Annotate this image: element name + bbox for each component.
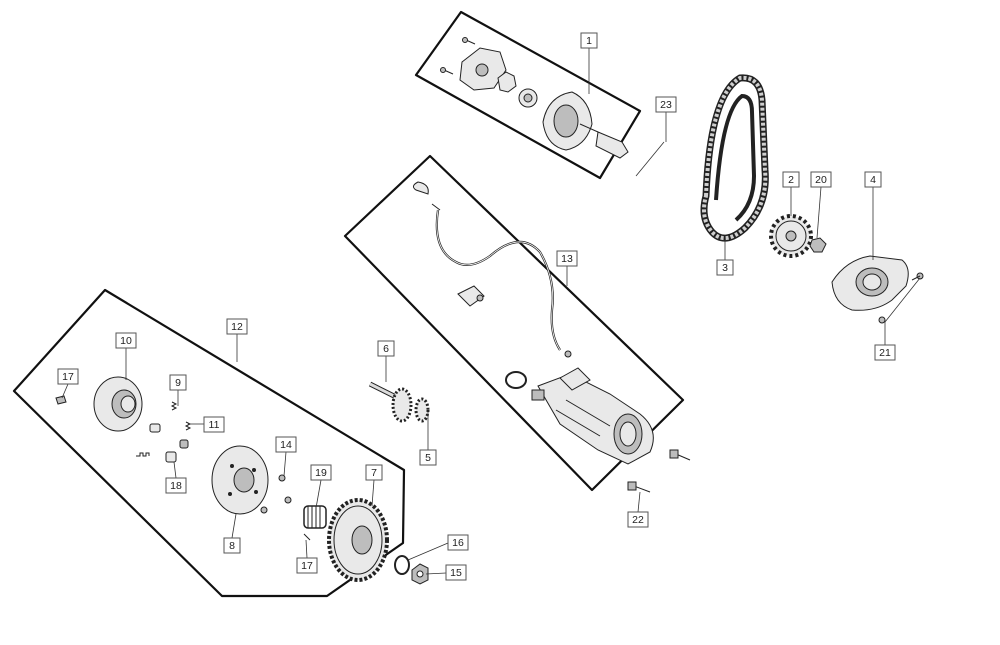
svg-text:3: 3 bbox=[722, 262, 728, 274]
clutch-flange-icon bbox=[93, 376, 143, 432]
svg-text:8: 8 bbox=[229, 540, 235, 552]
svg-text:14: 14 bbox=[280, 439, 292, 451]
svg-text:15: 15 bbox=[450, 567, 462, 579]
callout-15: 15 bbox=[445, 564, 467, 581]
callout-1: 1 bbox=[580, 32, 598, 49]
needle-bearing-icon bbox=[303, 505, 327, 529]
callout-2: 2 bbox=[782, 171, 800, 188]
callout-4: 4 bbox=[864, 171, 882, 188]
sprocket-icon bbox=[769, 214, 813, 258]
callout-20: 20 bbox=[810, 171, 832, 188]
clutch-housing-icon bbox=[211, 445, 269, 515]
group-outline-starter-clutch bbox=[12, 288, 406, 598]
nut-icon bbox=[809, 237, 827, 253]
svg-text:5: 5 bbox=[425, 452, 431, 464]
screw-icon bbox=[440, 37, 476, 75]
callout-6: 6 bbox=[377, 340, 395, 357]
svg-text:9: 9 bbox=[175, 377, 181, 389]
svg-text:7: 7 bbox=[371, 467, 377, 479]
svg-text:17: 17 bbox=[301, 560, 313, 572]
svg-text:2: 2 bbox=[788, 174, 794, 186]
callout-7: 7 bbox=[365, 464, 383, 481]
callout-3: 3 bbox=[716, 259, 734, 276]
svg-text:20: 20 bbox=[815, 174, 827, 186]
callout-14: 14 bbox=[275, 436, 297, 453]
svg-text:12: 12 bbox=[231, 321, 243, 333]
oil-pump-assembly bbox=[440, 37, 629, 159]
roller-icon bbox=[149, 423, 161, 433]
callout-16: 16 bbox=[447, 534, 469, 551]
svg-text:13: 13 bbox=[561, 253, 573, 265]
callout-17: 17 bbox=[57, 368, 79, 385]
bolt-icon bbox=[627, 449, 691, 493]
group-outline-oil-pump bbox=[414, 10, 642, 180]
callout-13: 13 bbox=[556, 250, 578, 267]
key-icon bbox=[55, 395, 67, 405]
callout-17: 17 bbox=[296, 557, 318, 574]
callout-23: 23 bbox=[655, 96, 677, 113]
svg-text:21: 21 bbox=[879, 347, 891, 359]
callout-9: 9 bbox=[169, 374, 187, 391]
nut-icon bbox=[411, 563, 429, 585]
callout-19: 19 bbox=[310, 464, 332, 481]
leader-lines bbox=[61, 48, 921, 575]
cover-plate-icon bbox=[831, 255, 924, 324]
callout-8: 8 bbox=[223, 537, 241, 554]
callout-22: 22 bbox=[627, 511, 649, 528]
idle-gear-icon bbox=[368, 381, 430, 423]
svg-text:11: 11 bbox=[209, 419, 220, 431]
callout-12: 12 bbox=[226, 318, 248, 335]
svg-text:22: 22 bbox=[632, 514, 644, 526]
starter-cable-icon bbox=[412, 181, 561, 351]
washer-icon bbox=[394, 555, 410, 575]
svg-text:23: 23 bbox=[660, 99, 672, 111]
bolt-icon bbox=[260, 474, 292, 514]
spring-icon bbox=[136, 401, 192, 457]
group-outline-starter-motor bbox=[343, 154, 685, 492]
drive-chain-icon bbox=[700, 74, 769, 242]
svg-text:10: 10 bbox=[120, 335, 132, 347]
svg-text:16: 16 bbox=[452, 537, 464, 549]
svg-text:18: 18 bbox=[170, 480, 182, 492]
svg-text:4: 4 bbox=[870, 174, 876, 186]
pump-shaft-icon bbox=[595, 131, 629, 159]
callout-5: 5 bbox=[419, 449, 437, 466]
driven-gear-icon bbox=[327, 498, 389, 582]
starter-motor-icon bbox=[531, 350, 654, 465]
callout-11: 11 bbox=[203, 416, 225, 433]
callout-10: 10 bbox=[115, 332, 137, 349]
callout-18: 18 bbox=[165, 477, 187, 494]
svg-text:19: 19 bbox=[315, 467, 327, 479]
svg-text:6: 6 bbox=[383, 343, 389, 355]
svg-text:17: 17 bbox=[62, 371, 74, 383]
o-ring-icon bbox=[505, 371, 527, 389]
svg-text:1: 1 bbox=[586, 35, 592, 47]
pump-gear-icon bbox=[497, 71, 517, 93]
starter-clutch-assembly bbox=[55, 376, 389, 582]
callout-21: 21 bbox=[874, 344, 896, 361]
